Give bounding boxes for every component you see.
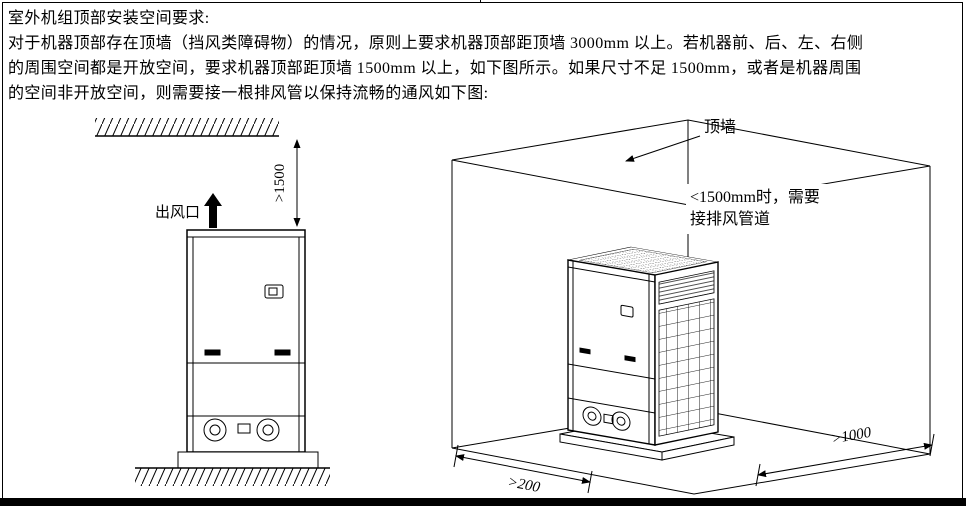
- brand-plate: [620, 304, 634, 318]
- compressor-left: [582, 406, 602, 426]
- handle-slot-right: [274, 349, 291, 356]
- paragraph-line-1: 对于机器顶部存在顶墙（挡风类障碍物）的情况，原则上要求机器顶部距顶墙 3000m…: [8, 35, 864, 52]
- duct-note-line-2: 接排风管道: [690, 210, 770, 228]
- side-vent-grille: [658, 298, 715, 437]
- compressor-right: [611, 411, 631, 431]
- installation-instructions: 室外机组顶部安装空间要求: 对于机器顶部存在顶墙（挡风类障碍物）的情况，原则上要…: [8, 6, 958, 106]
- isometric-room-diagram: 顶墙 <1500mm时，需要 接排风管道 >200 >1000: [451, 118, 935, 496]
- handle-slot-right: [624, 355, 636, 363]
- top-clearance-dimension: >1500: [272, 139, 301, 227]
- side-clearance-label: >1000: [830, 425, 873, 448]
- bottom-border: [0, 498, 966, 506]
- top-fan-grille: [578, 248, 708, 274]
- top-clearance-label: >1500: [272, 164, 288, 202]
- front-clearance-label: >200: [506, 474, 542, 496]
- duct-note-line-1: <1500mm时，需要: [690, 188, 820, 206]
- side-clearance-dimension: >1000: [755, 425, 935, 487]
- mounting-base: [177, 451, 319, 469]
- ground-surface: [135, 467, 330, 486]
- duct-requirement-note: <1500mm时，需要 接排风管道: [686, 184, 828, 234]
- ceiling-label: 顶墙: [704, 118, 736, 136]
- front-view-diagram: >1500 出风口: [95, 118, 330, 486]
- outdoor-unit-front-view: [186, 229, 306, 453]
- paragraph-line-2: 的周围空间都是开放空间，要求机器顶部距顶墙 1500mm 以上，如下图所示。如果…: [8, 60, 862, 77]
- ceiling-callout: 顶墙: [625, 118, 736, 162]
- content-frame: [2, 2, 963, 499]
- unit-front-face: [567, 259, 656, 446]
- side-louver-band: [658, 270, 715, 305]
- unit-right-face: [654, 261, 719, 446]
- section-heading: 室外机组顶部安装空间要求:: [8, 10, 210, 27]
- compressor-left: [203, 418, 227, 442]
- air-outlet-label: 出风口: [155, 204, 200, 221]
- table-divider-tick: [480, 0, 481, 3]
- airflow-arrow: [204, 193, 222, 228]
- outdoor-unit-isometric: [566, 246, 720, 446]
- paragraph-line-3: 的空间非开放空间，则需要接一根排风管以保持流畅的通风如下图:: [8, 85, 489, 102]
- handle-slot-left: [204, 349, 221, 356]
- air-outlet-callout: 出风口: [155, 193, 222, 228]
- brand-plate: [264, 284, 284, 299]
- handle-slot-left: [579, 347, 591, 355]
- front-clearance-dimension: >200: [453, 444, 593, 496]
- ceiling-surface: [95, 118, 279, 137]
- compressor-right: [256, 418, 280, 442]
